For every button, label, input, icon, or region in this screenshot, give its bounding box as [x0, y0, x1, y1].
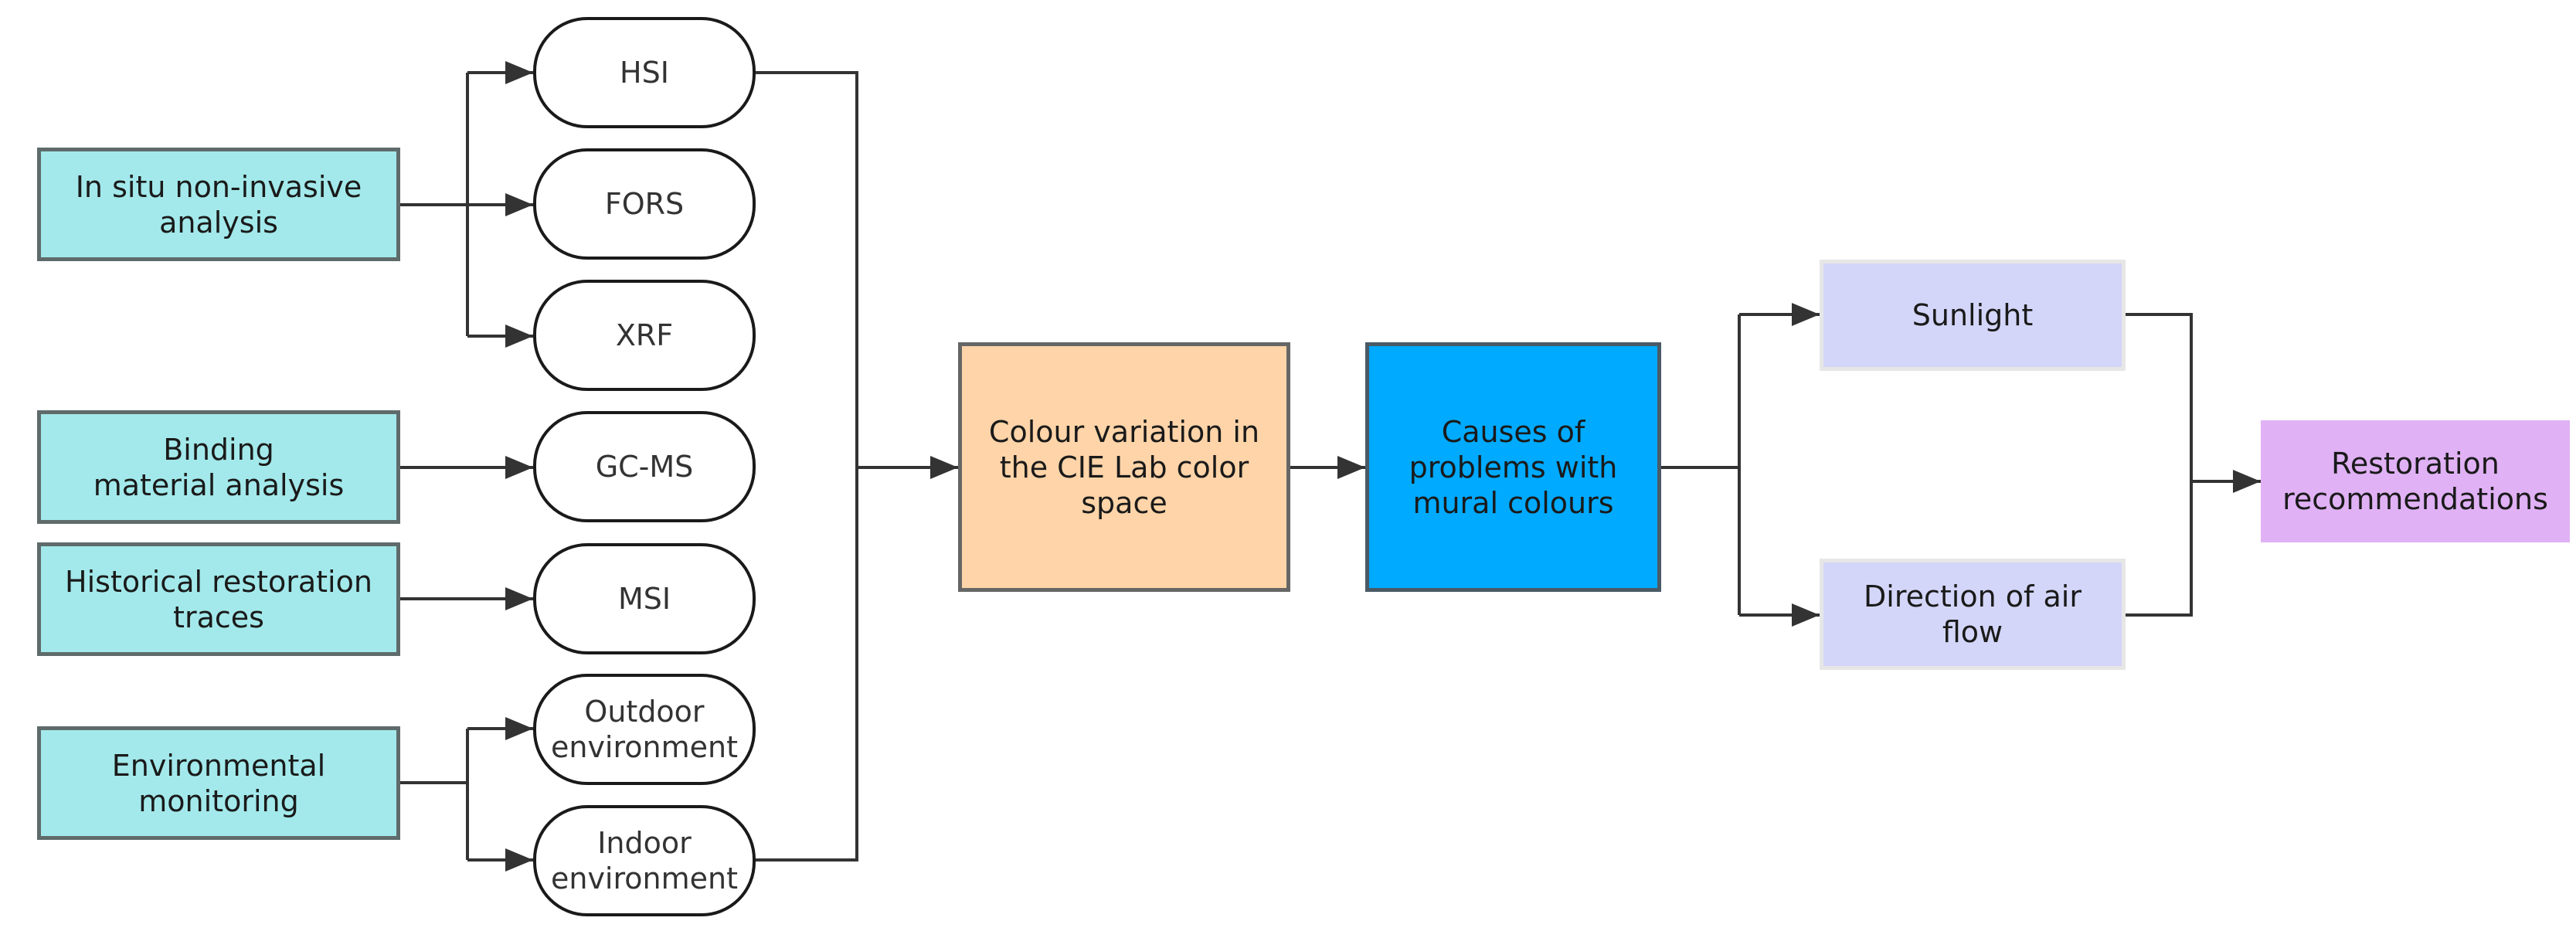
- air-flow-box: Direction of air flow: [1820, 559, 2126, 670]
- connector-factors-out: [2126, 313, 2193, 617]
- environmental-monitoring-box: Environmental monitoring: [37, 726, 400, 840]
- fors-node: FORS: [533, 148, 756, 260]
- msi-node: MSI: [533, 543, 756, 654]
- in-situ-analysis-box: In situ non-invasive analysis: [37, 148, 400, 261]
- historical-restoration-traces-box: Historical restoration traces: [37, 542, 400, 656]
- binding-material-analysis-box: Binding material analysis: [37, 410, 400, 524]
- connector-hsi-out: [756, 71, 858, 862]
- gcms-node: GC-MS: [533, 411, 756, 522]
- xrf-node: XRF: [533, 280, 756, 391]
- outdoor-environment-node: Outdoor environment: [533, 674, 756, 785]
- colour-variation-box: Colour variation in the CIE Lab color sp…: [958, 342, 1290, 592]
- causes-box: Causes of problems with mural colours: [1365, 342, 1661, 592]
- restoration-recommendations-box: Restoration recommendations: [2261, 420, 2570, 542]
- sunlight-box: Sunlight: [1820, 260, 2126, 371]
- indoor-environment-node: Indoor environment: [533, 805, 756, 916]
- hsi-node: HSI: [533, 17, 756, 128]
